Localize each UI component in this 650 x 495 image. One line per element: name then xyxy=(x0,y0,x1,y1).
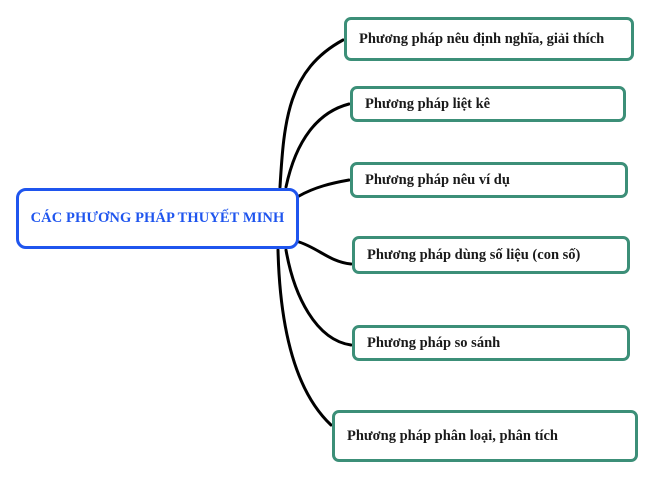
branch-node-label: Phương pháp nêu định nghĩa, giải thích xyxy=(359,30,605,47)
connector-line xyxy=(284,248,353,347)
connector-line xyxy=(297,178,351,198)
connector-line xyxy=(297,240,353,266)
connector-line xyxy=(276,248,333,427)
branch-node-comparison: Phương pháp so sánh xyxy=(352,325,630,361)
branch-node-classification: Phương pháp phân loại, phân tích xyxy=(332,410,638,462)
branch-node-definition: Phương pháp nêu định nghĩa, giải thích xyxy=(344,17,634,61)
branch-node-enumeration: Phương pháp liệt kê xyxy=(350,86,626,122)
connector-line xyxy=(284,102,351,189)
branch-node-label: Phương pháp so sánh xyxy=(367,334,501,351)
branch-node-statistics: Phương pháp dùng số liệu (con số) xyxy=(352,236,630,274)
branch-node-label: Phương pháp dùng số liệu (con số) xyxy=(367,246,581,263)
connector-line xyxy=(278,38,345,189)
branch-node-label: Phương pháp phân loại, phân tích xyxy=(347,427,558,444)
branch-node-examples: Phương pháp nêu ví dụ xyxy=(350,162,628,198)
branch-node-label: Phương pháp nêu ví dụ xyxy=(365,171,510,188)
branch-node-label: Phương pháp liệt kê xyxy=(365,95,491,112)
root-node: CÁC PHƯƠNG PHÁP THUYẾT MINH xyxy=(16,188,299,249)
root-node-label: CÁC PHƯƠNG PHÁP THUYẾT MINH xyxy=(30,210,285,226)
